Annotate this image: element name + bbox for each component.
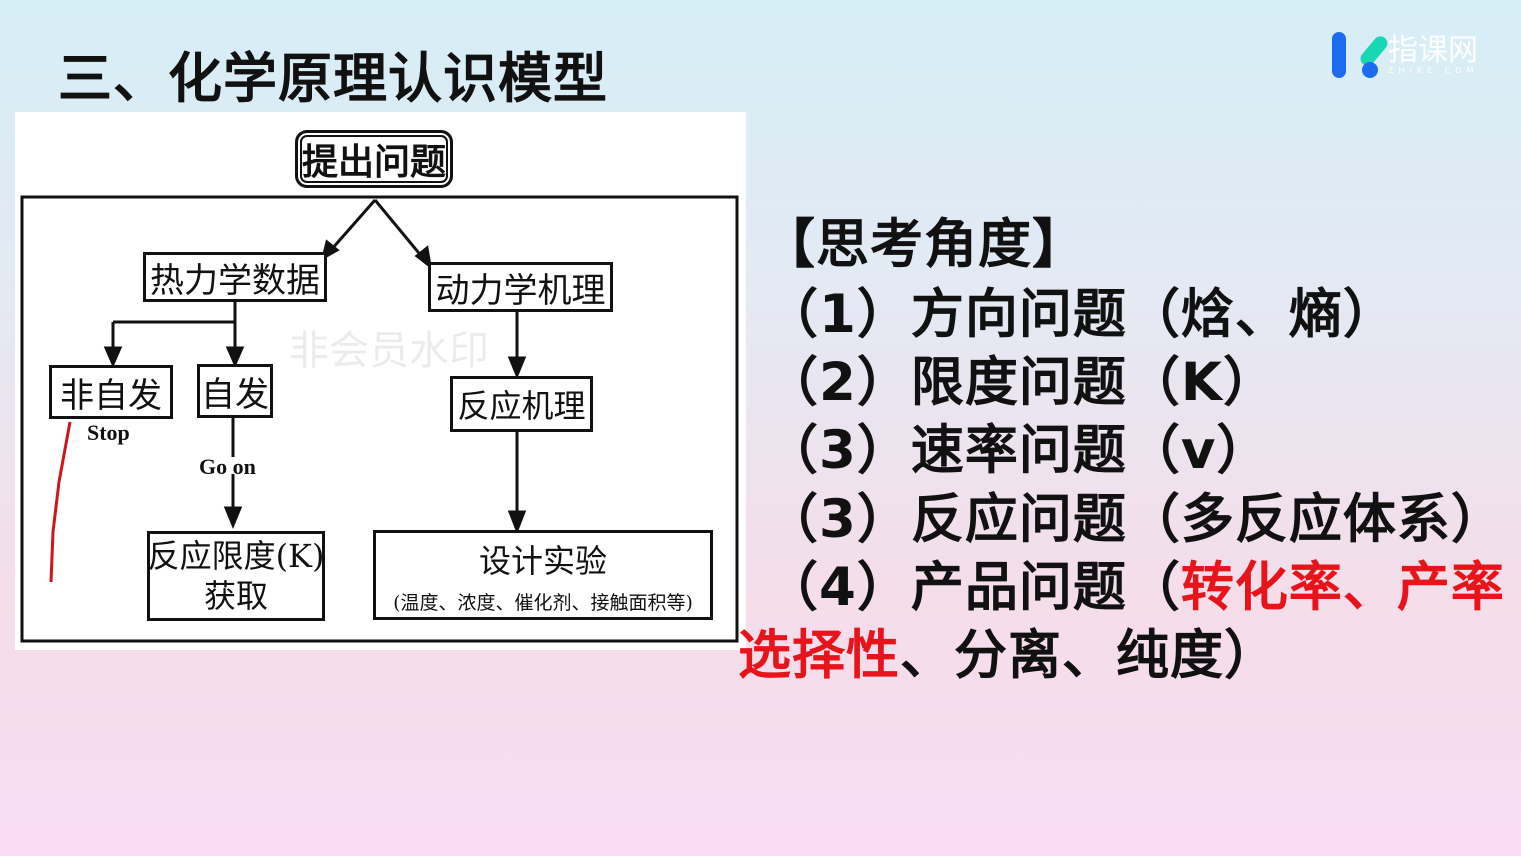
angle-item-5-text: （4）产品问题（ [765, 557, 1181, 618]
node-limit-line2: 获取 [203, 577, 268, 615]
node-thermo: 热力学数据 [143, 252, 327, 302]
angle-item-1: （1）方向问题（焓、熵） [765, 284, 1397, 345]
diagram-connectors [20, 195, 739, 643]
node-design: 设计实验 (温度、浓度、催化剂、接触面积等) [373, 530, 713, 620]
node-limit: 反应限度(K) 获取 [147, 531, 325, 621]
diagram-panel: 非会员水印 提出问题 热力学数据 动力学机理 非自发 自发 Stop Go on… [15, 112, 746, 650]
angle-item-3: （3）速率问题（v） [765, 420, 1271, 481]
label-stop: Stop [87, 420, 130, 445]
node-nonspontaneous: 非自发 [49, 365, 173, 419]
angles-heading: 【思考角度】 [762, 214, 1086, 275]
watermark: 非会员水印 [289, 328, 489, 374]
angle-item-6-text: 、分离、纯度） [900, 625, 1278, 686]
angle-item-6: 选择性、分离、纯度） [738, 613, 1278, 689]
logo-text: 指课网 [1388, 32, 1478, 68]
node-limit-line1: 反应限度(K) [147, 537, 325, 575]
node-kinetic: 动力学机理 [428, 262, 613, 312]
node-design-title: 设计实验 [478, 541, 607, 580]
logo-subtext: ZHIKE.COM [1388, 65, 1479, 75]
angle-item-4: （3）反应问题（多反应体系） [765, 489, 1505, 550]
logo-icon [1332, 30, 1391, 80]
red-annotation-line [49, 421, 72, 583]
angle-item-5: （4）产品问题（转化率、产率 [765, 545, 1505, 621]
node-mechanism: 反应机理 [450, 376, 593, 432]
node-root: 提出问题 [295, 130, 453, 188]
label-go-on: Go on [199, 454, 256, 479]
angle-item-2: （2）限度问题（K） [765, 352, 1277, 413]
angle-item-5-highlight: 转化率、产率 [1180, 557, 1505, 618]
logo: 指课网 ZHIKE.COM [1332, 30, 1478, 80]
node-design-subtitle: (温度、浓度、催化剂、接触面积等) [393, 591, 693, 614]
angle-item-6-highlight: 选择性 [738, 625, 900, 686]
slide-title: 三、化学原理认识模型 [58, 47, 608, 110]
node-spontaneous: 自发 [197, 364, 273, 418]
